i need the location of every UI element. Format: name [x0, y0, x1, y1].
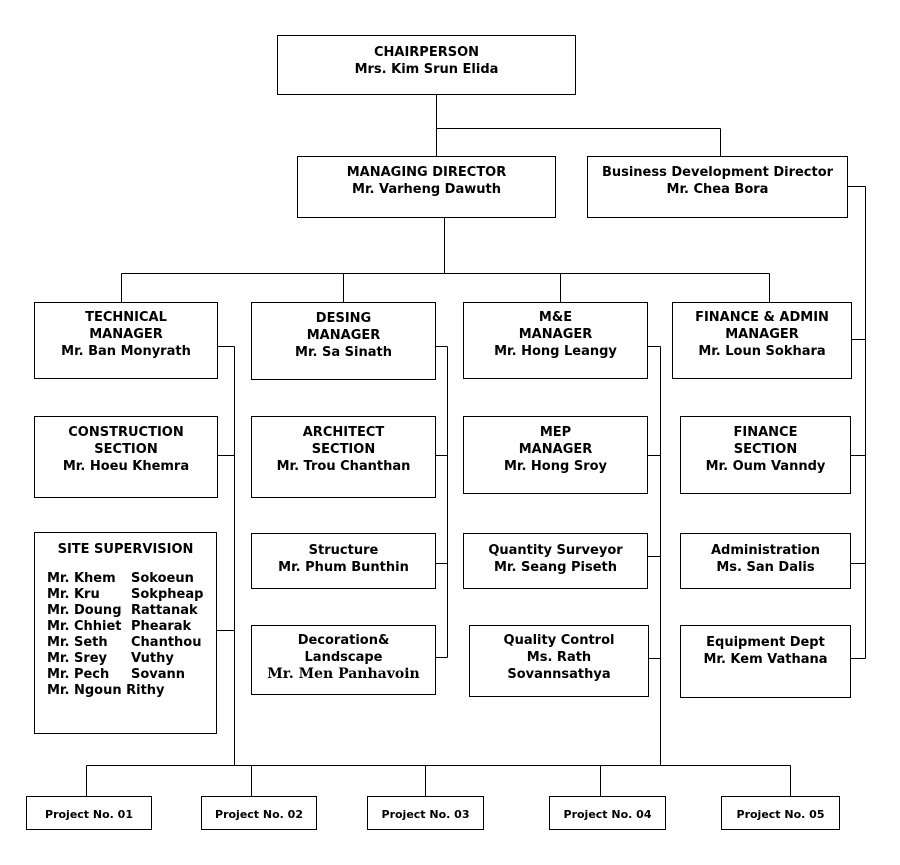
quality-control-title: Quality Control	[503, 633, 615, 648]
list-item: Mr. Seth Chanthou	[35, 635, 216, 651]
mep-manager-line-1: MEP	[539, 425, 572, 440]
decoration-landscape-line-1: Decoration&	[297, 633, 390, 648]
quantity-surveyor-title: Quantity Surveyor	[488, 543, 623, 558]
finance-admin-manager-line-1: FINANCE & ADMIN	[695, 310, 829, 325]
construction-section-line-1: CONSTRUCTION	[68, 425, 184, 440]
equipment-dept-name: Mr. Kem Vathana	[703, 652, 828, 667]
administration-name: Ms. San Dalis	[716, 560, 815, 575]
member-last-name: Sokoeun	[131, 571, 194, 586]
site-supervision-box: SITE SUPERVISION Mr. Khem Sokoeun Mr. Kr…	[34, 532, 217, 734]
project-02-label: Project No. 02	[215, 808, 303, 821]
equipment-dept-box: Equipment Dept Mr. Kem Vathana	[680, 625, 851, 698]
chairperson-name: Mrs. Kim Srun Elida	[354, 62, 499, 77]
member-first-name: Mr. Kru	[47, 587, 100, 602]
finance-section-line-2: SECTION	[733, 442, 798, 457]
finance-admin-manager-line-2: MANAGER	[725, 327, 799, 342]
member-last-name: Sovann	[131, 667, 186, 682]
decoration-landscape-box: Decoration& Landscape Mr. Men Panhavoin	[251, 625, 436, 695]
list-item: Mr. Chhiet Phearak	[35, 619, 216, 635]
structure-name: Mr. Phum Bunthin	[278, 560, 409, 575]
technical-manager-name: Mr. Ban Monyrath	[61, 344, 191, 359]
site-supervision-title: SITE SUPERVISION	[57, 542, 194, 557]
decoration-landscape-line-2: Landscape	[304, 650, 383, 665]
managing-director-title: MANAGING DIRECTOR	[346, 165, 507, 180]
construction-section-line-2: SECTION	[94, 442, 158, 457]
architect-section-name: Mr. Trou Chanthan	[276, 459, 411, 474]
project-01-box: Project No. 01	[26, 796, 152, 830]
finance-section-line-1: FINANCE	[733, 425, 798, 440]
administration-title: Administration	[710, 543, 821, 558]
list-item: Mr. Ngoun Rithy	[35, 683, 216, 699]
member-first-name: Mr. Pech	[47, 667, 110, 682]
project-04-label: Project No. 04	[563, 808, 652, 821]
me-manager-name: Mr. Hong Leangy	[494, 344, 617, 359]
project-05-box: Project No. 05	[721, 796, 840, 830]
quality-control-name-2: Sovannsathya	[507, 667, 611, 682]
finance-section-box: FINANCE SECTION Mr. Oum Vanndy	[680, 416, 851, 494]
mep-manager-line-2: MANAGER	[518, 442, 593, 457]
project-03-label: Project No. 03	[381, 808, 470, 821]
member-last-name: Sokpheap	[131, 587, 204, 602]
design-manager-line-1: DESING	[315, 311, 372, 326]
finance-section-name: Mr. Oum Vanndy	[705, 459, 826, 474]
architect-section-box: ARCHITECT SECTION Mr. Trou Chanthan	[251, 416, 436, 498]
construction-section-box: CONSTRUCTION SECTION Mr. Hoeu Khemra	[34, 416, 218, 498]
member-last-name: Vuthy	[131, 651, 174, 666]
member-first-name: Mr. Seth	[47, 635, 108, 650]
design-manager-name: Mr. Sa Sinath	[295, 345, 392, 360]
project-03-box: Project No. 03	[367, 796, 484, 830]
list-item: Mr. Khem Sokoeun	[35, 571, 216, 587]
list-item: Mr. Kru Sokpheap	[35, 587, 216, 603]
mep-manager-box: MEP MANAGER Mr. Hong Sroy	[463, 416, 648, 494]
project-02-box: Project No. 02	[201, 796, 317, 830]
member-first-name: Mr. Khem	[47, 571, 116, 586]
structure-title: Structure	[308, 543, 379, 558]
me-manager-box: M&E MANAGER Mr. Hong Leangy	[463, 302, 648, 379]
administration-box: Administration Ms. San Dalis	[680, 533, 851, 589]
me-manager-line-1: M&E	[538, 310, 573, 325]
design-manager-line-2: MANAGER	[306, 328, 381, 343]
member-last-name: Phearak	[131, 619, 192, 634]
equipment-dept-title: Equipment Dept	[706, 635, 825, 650]
technical-manager-box: TECHNICAL MANAGER Mr. Ban Monyrath	[34, 302, 218, 379]
project-05-label: Project No. 05	[736, 808, 825, 821]
architect-section-line-1: ARCHITECT	[302, 425, 385, 440]
design-manager-box: DESING MANAGER Mr. Sa Sinath	[251, 302, 436, 380]
chairperson-title: CHAIRPERSON	[373, 45, 480, 60]
technical-manager-line-1: TECHNICAL	[85, 310, 167, 325]
project-04-box: Project No. 04	[549, 796, 666, 830]
architect-section-line-2: SECTION	[311, 442, 376, 457]
member-first-name: Mr. Doung	[47, 603, 122, 618]
member-first-name: Mr. Ngoun Rithy	[47, 683, 165, 698]
technical-manager-line-2: MANAGER	[89, 327, 163, 342]
managing-director-name: Mr. Varheng Dawuth	[352, 182, 501, 197]
list-item: Mr. Srey Vuthy	[35, 651, 216, 667]
quality-control-name-1: Ms. Rath	[526, 650, 592, 665]
chairperson-box: CHAIRPERSON Mrs. Kim Srun Elida	[277, 35, 576, 95]
managing-director-box: MANAGING DIRECTOR Mr. Varheng Dawuth	[297, 156, 556, 218]
list-item: Mr. Pech Sovann	[35, 667, 216, 683]
quantity-surveyor-name: Mr. Seang Piseth	[493, 560, 617, 575]
business-development-director-box: Business Development Director Mr. Chea B…	[587, 156, 848, 218]
list-item: Mr. Doung Rattanak	[35, 603, 216, 619]
member-last-name: Chanthou	[131, 635, 202, 650]
decoration-landscape-name: Mr. Men Panhavoin	[267, 666, 420, 682]
quantity-surveyor-box: Quantity Surveyor Mr. Seang Piseth	[463, 533, 648, 589]
project-01-label: Project No. 01	[45, 808, 133, 821]
member-first-name: Mr. Srey	[47, 651, 108, 666]
mep-manager-name: Mr. Hong Sroy	[503, 459, 608, 474]
finance-admin-manager-box: FINANCE & ADMIN MANAGER Mr. Loun Sokhara	[672, 302, 852, 379]
structure-box: Structure Mr. Phum Bunthin	[251, 533, 436, 589]
quality-control-box: Quality Control Ms. Rath Sovannsathya	[469, 625, 649, 697]
business-development-director-name: Mr. Chea Bora	[666, 182, 769, 197]
construction-section-name: Mr. Hoeu Khemra	[62, 459, 190, 474]
member-last-name: Rattanak	[131, 603, 198, 618]
business-development-director-title: Business Development Director	[601, 165, 834, 180]
member-first-name: Mr. Chhiet	[47, 619, 122, 634]
me-manager-line-2: MANAGER	[518, 327, 593, 342]
finance-admin-manager-name: Mr. Loun Sokhara	[698, 344, 826, 359]
